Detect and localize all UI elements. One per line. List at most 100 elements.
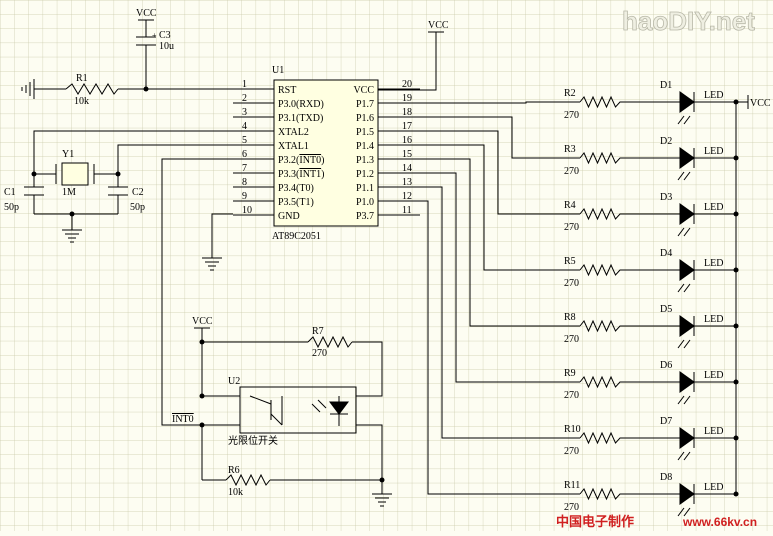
u1-pin-name: P1.6 [356,113,374,124]
c2-value: 50p [130,202,145,213]
led-row-wire [420,101,580,104]
led-diode-d2 [679,147,695,169]
vcc-label-u2: VCC [192,316,213,327]
u1-pin-name: P3.2(INT0) [278,155,324,166]
u1-pin-name: P3.0(RXD) [278,99,324,110]
u1-pin-name: P1.0 [356,197,374,208]
diode-type-label: LED [704,202,723,213]
u2-phototransistor [249,395,283,426]
diode-type-label: LED [704,314,723,325]
diode-type-label: LED [704,258,723,269]
u1-pin-number: 5 [242,135,247,146]
diode-type-label: LED [704,482,723,493]
junctions [31,86,385,483]
u1-pin-name: P3.3(INT1) [278,169,324,180]
resistor-ref: R3 [564,144,576,155]
r6-resistor [225,473,271,487]
led-diode-d8 [679,483,695,505]
y1-ref: Y1 [62,149,74,160]
vcc-label-led: VCC [750,98,771,109]
u1-pin-name: XTAL2 [278,127,309,138]
u1-pin-number: 18 [402,107,412,118]
u2-name: 光限位开关 [228,434,278,447]
resistor-value: 270 [564,502,579,513]
r1-value: 10k [74,96,89,107]
c3-plus: + [152,31,157,40]
u1-pin-name: P3.1(TXD) [278,113,323,124]
vcc-label-c3: VCC [136,8,157,19]
resistor-ref: R11 [564,480,580,491]
diode-type-label: LED [704,370,723,381]
resistor-value: 270 [564,166,579,177]
xtal1-wire [117,144,233,174]
diode-ref: D6 [660,360,672,371]
led-diode-d5 [679,315,695,337]
c1-value: 50p [4,202,19,213]
vcc-label-u1: VCC [428,20,449,31]
r7-value: 270 [312,348,327,359]
ground-symbol-r1 [21,79,35,99]
u1-ref: U1 [272,65,284,76]
led-row-wire [420,158,580,327]
diode-ref: D4 [660,248,672,259]
diode-ref: D1 [660,80,672,91]
u1-pin-number: 3 [242,107,247,118]
watermark-bottom-cn: 中国电子制作 [556,514,634,529]
led-diode-d6 [679,371,695,393]
u1-pin-name: P1.2 [356,169,374,180]
u1-pin-number: 6 [242,149,247,160]
u1-pin-number: 15 [402,149,412,160]
led-diode-d4 [679,259,695,281]
u1-pin-number: 12 [402,191,412,202]
u2-body [239,386,357,434]
u1-part: AT89C2051 [272,231,321,242]
resistor-value: 270 [564,222,579,233]
xtal2-wire [33,130,233,174]
u1-pin-number: 19 [402,93,412,104]
u1-pin-name: P1.3 [356,155,374,166]
led-diode-d1 [679,91,695,113]
u1-pin-name: P3.7 [356,211,374,222]
u1-pin-number: 7 [242,163,247,174]
u1-pin-name: GND [278,211,300,222]
resistor-r10 [579,431,650,445]
led-row-wire [420,186,580,439]
resistor-ref: R4 [564,200,576,211]
u1-pin-name: P1.1 [356,183,374,194]
ground-symbol-xtal [62,229,82,243]
resistor-ref: R9 [564,368,576,379]
u1-pin-number: 8 [242,177,247,188]
u1-pin-number: 14 [402,163,412,174]
r1-resistor [65,83,119,95]
u1-pin-number: 16 [402,135,412,146]
led-row-wire [420,172,580,383]
diode-type-label: LED [704,90,723,101]
u1-pin-name: P1.7 [356,99,374,110]
r7-resistor [307,335,353,349]
resistor-value: 270 [564,390,579,401]
resistor-ref: R2 [564,88,576,99]
resistor-r3 [579,151,650,165]
c3-ref: C3 [159,30,171,41]
ground-symbol-u1 [202,257,222,271]
resistor-ref: R10 [564,424,581,435]
led-row-wire [420,130,580,215]
resistor-value: 270 [564,334,579,345]
c3-value: 10u [159,41,174,52]
r6-ref: R6 [228,465,240,476]
resistor-ref: R8 [564,312,576,323]
c2-ref: C2 [132,187,144,198]
resistor-r4 [579,207,650,221]
diode-ref: D2 [660,136,672,147]
u2-ir-led [311,396,349,426]
led-diode-d3 [679,203,695,225]
led-diode-d7 [679,427,695,449]
u1-pin-number: 20 [402,79,412,90]
u1-pin-name: P1.5 [356,127,374,138]
diode-ref: D7 [660,416,672,427]
u1-pin-number: 9 [242,191,247,202]
